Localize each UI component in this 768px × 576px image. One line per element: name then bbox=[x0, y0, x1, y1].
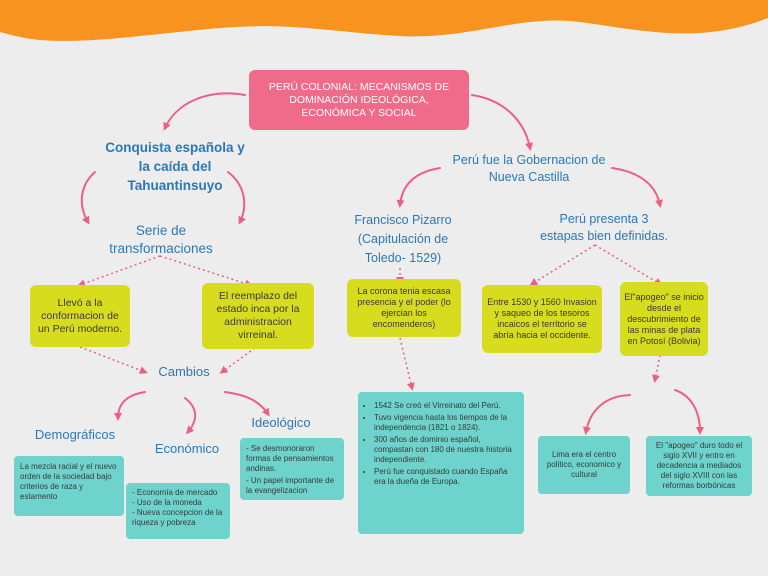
virreinato-list: 1542 Se creó el Virreinato del Perú. Tuv… bbox=[362, 401, 518, 487]
apogeo-text: El"apogeo" se inicio desde el descubrimi… bbox=[624, 291, 704, 346]
economico-heading: Económico bbox=[154, 441, 220, 456]
saqueo-text: Entre 1530 y 1560 Invasion y saqueo de l… bbox=[487, 297, 597, 340]
virreinato-box: 1542 Se creó el Virreinato del Perú. Tuv… bbox=[358, 392, 524, 534]
economico-item: - Nueva concepcion de la riqueza y pobre… bbox=[132, 508, 223, 527]
ideologico-heading: Ideológico bbox=[251, 415, 311, 430]
virreinato-item: Tuvo vigencia hasta los tiempos de la in… bbox=[374, 413, 518, 433]
lima-text: Lima era el centro politico, economico y… bbox=[546, 450, 622, 479]
economico-box: - Economía de mercado - Uso de la moneda… bbox=[126, 483, 230, 539]
economico-item: - Economía de mercado bbox=[132, 488, 218, 497]
virreinato-item: 300 años de dominio español, compastan c… bbox=[374, 435, 518, 465]
cambios-heading: Cambios bbox=[158, 364, 210, 379]
economico-item: - Uso de la moneda bbox=[132, 498, 202, 507]
top-wave-decoration bbox=[0, 0, 768, 41]
decadencia-text: El "apogeo" duro todo el siglo XVII y en… bbox=[655, 441, 743, 490]
corona-text: La corona tenia escasa presencia y el po… bbox=[357, 286, 451, 329]
lima-box: Lima era el centro politico, economico y… bbox=[538, 436, 630, 494]
pizarro-heading: Francisco Pizarro (Capitulación de Toled… bbox=[354, 213, 452, 265]
moderno-text: Llevó a la conformacion de un Perú moder… bbox=[37, 296, 123, 335]
ideologico-item: - Un papel importante de la evangelizaci… bbox=[246, 476, 335, 495]
demograficos-text: La mezcla racial y el nuevo orden de la … bbox=[20, 462, 117, 501]
main-title: PERÚ COLONIAL: MECANISMOS DE DOMINACIÓN … bbox=[268, 80, 450, 119]
conquista-heading: Conquista española y la caída del Tahuan… bbox=[105, 140, 245, 193]
saqueo-box: Entre 1530 y 1560 Invasion y saqueo de l… bbox=[482, 285, 602, 353]
virreinal-box: El reemplazo del estado inca por la admi… bbox=[202, 283, 314, 349]
demograficos-heading: Demográficos bbox=[34, 427, 116, 442]
virreinal-text: El reemplazo del estado inca por la admi… bbox=[216, 290, 300, 341]
virreinato-item: 1542 Se creó el Virreinato del Perú. bbox=[374, 401, 518, 411]
demograficos-box: La mezcla racial y el nuevo orden de la … bbox=[14, 456, 124, 516]
etapas-heading: Perú presenta 3 estapas bien definidas. bbox=[540, 212, 668, 243]
moderno-box: Llevó a la conformacion de un Perú moder… bbox=[30, 285, 130, 347]
corona-box: La corona tenia escasa presencia y el po… bbox=[347, 279, 461, 337]
main-title-box: PERÚ COLONIAL: MECANISMOS DE DOMINACIÓN … bbox=[249, 70, 469, 130]
decadencia-box: El "apogeo" duro todo el siglo XVII y en… bbox=[646, 436, 752, 496]
apogeo-box: El"apogeo" se inicio desde el descubrimi… bbox=[620, 282, 708, 356]
serie-heading: Serie de transformaciones bbox=[109, 223, 213, 256]
nueva-castilla-heading: Perú fue la Gobernacion de Nueva Castill… bbox=[452, 153, 606, 184]
ideologico-item: - Se desmonoraron formas de pensamientos… bbox=[246, 444, 334, 473]
ideologico-box: - Se desmonoraron formas de pensamientos… bbox=[240, 438, 344, 500]
virreinato-item: Perú fue conquistado cuando España era l… bbox=[374, 467, 518, 487]
